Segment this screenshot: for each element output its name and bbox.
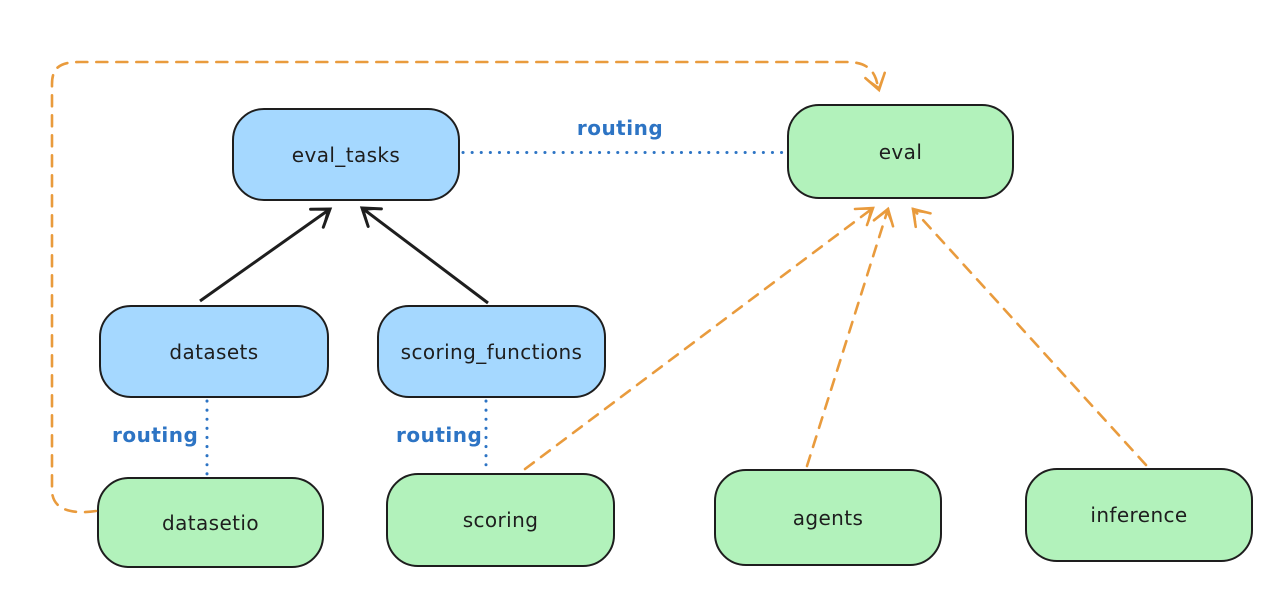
node-scoring-functions: scoring_functions (377, 305, 606, 398)
node-scoring: scoring (386, 473, 615, 567)
node-eval: eval (787, 104, 1014, 199)
node-datasets-label: datasets (169, 339, 259, 364)
node-eval-label: eval (878, 139, 923, 164)
edge-label-routing-eval-tasks-eval: routing (576, 116, 664, 140)
node-agents-label: agents (792, 505, 864, 530)
node-scoring-functions-label: scoring_functions (400, 339, 583, 364)
node-datasetio: datasetio (97, 477, 324, 568)
node-scoring-label: scoring (462, 508, 539, 532)
node-agents: agents (714, 469, 942, 566)
arrow-agents-to-eval (805, 206, 895, 468)
arrow-datasets-to-eval-tasks (199, 207, 333, 303)
node-inference: inference (1025, 468, 1253, 562)
arrow-scoring-functions-to-eval-tasks (359, 206, 489, 305)
node-inference-label: inference (1090, 503, 1188, 527)
node-eval-tasks-label: eval_tasks (291, 142, 401, 167)
node-datasetio-label: datasetio (161, 510, 259, 535)
edge-label-routing-datasets-datasetio: routing (112, 423, 199, 447)
edge-label-routing-scoring-functions-scoring: routing (396, 423, 483, 447)
arrow-inference-to-eval (911, 207, 1148, 467)
node-datasets: datasets (99, 305, 329, 398)
node-eval-tasks: eval_tasks (232, 108, 460, 201)
